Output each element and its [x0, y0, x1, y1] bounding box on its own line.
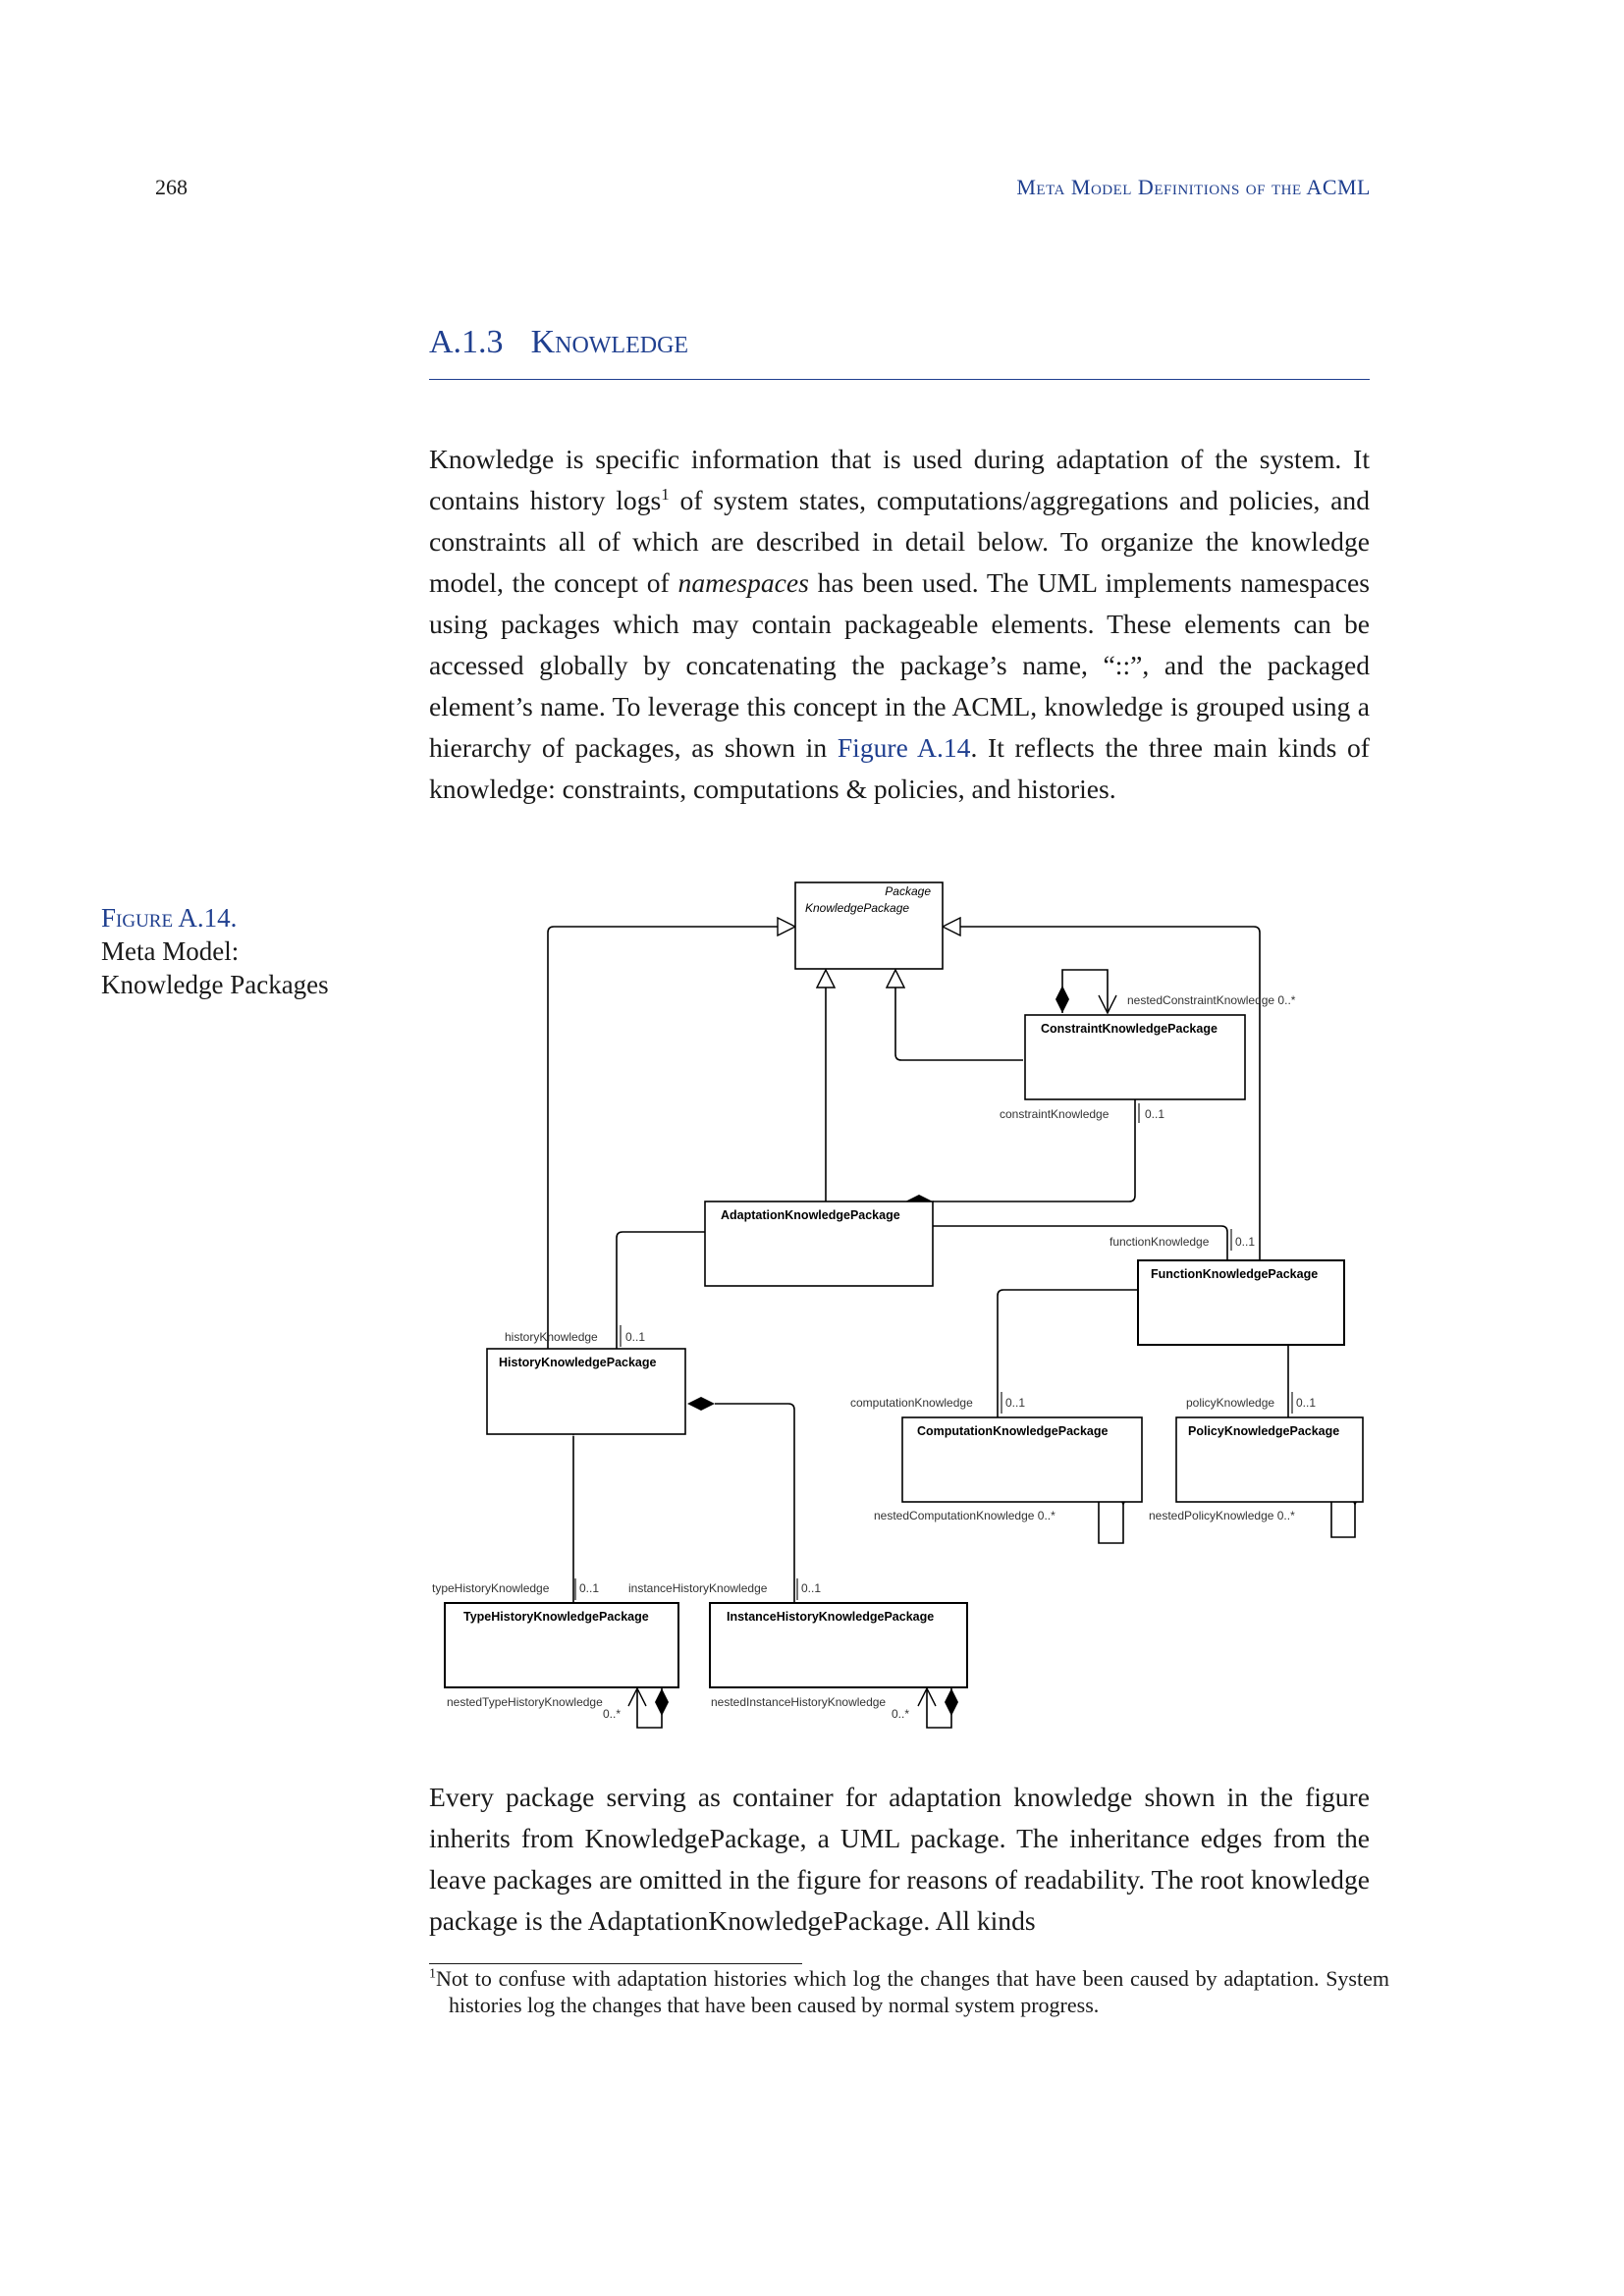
nested-type-history-role: nestedTypeHistoryKnowledge	[447, 1695, 603, 1709]
page-number: 268	[155, 175, 188, 199]
section-heading: A.1.3 Knowledge	[429, 324, 688, 361]
policy-knowledge-mult: 0..1	[1296, 1396, 1316, 1410]
knowledge-package-name: KnowledgePackage	[805, 901, 909, 915]
computation-class-name: ComputationKnowledgePackage	[917, 1424, 1109, 1438]
policy-class-name: PolicyKnowledgePackage	[1188, 1424, 1339, 1438]
section-title: Knowledge	[530, 324, 689, 360]
instance-history-composition-edge	[687, 1397, 795, 1603]
continuation-paragraph: Every package serving as container for a…	[429, 1782, 1370, 1936]
constraint-knowledge-role: constraintKnowledge	[1000, 1107, 1110, 1121]
figure-caption-line2: Knowledge Packages	[101, 970, 329, 999]
constraint-composition-edge	[905, 1099, 1136, 1208]
function-composition-edge	[905, 1219, 1228, 1260]
function-knowledge-role: functionKnowledge	[1110, 1235, 1210, 1249]
instance-history-knowledge-package-class: InstanceHistoryKnowledgePackage	[709, 1602, 968, 1688]
figure-label: Figure A.14.	[101, 903, 238, 933]
history-knowledge-role: historyKnowledge	[505, 1330, 598, 1344]
para1-emphasis: namespaces	[677, 567, 809, 598]
computation-knowledge-package-class: ComputationKnowledgePackage	[901, 1416, 1143, 1503]
type-history-knowledge-mult: 0..1	[579, 1581, 599, 1595]
instance-history-class-name: InstanceHistoryKnowledgePackage	[727, 1610, 934, 1624]
nested-computation-self-association	[1099, 1478, 1123, 1544]
computation-knowledge-mult: 0..1	[1005, 1396, 1025, 1410]
section-rule	[429, 379, 1370, 380]
figure-caption: Figure A.14. Meta Model: Knowledge Packa…	[101, 901, 329, 1001]
history-class-name: HistoryKnowledgePackage	[499, 1356, 657, 1369]
nested-instance-history-role: nestedInstanceHistoryKnowledge	[711, 1695, 886, 1709]
function-knowledge-mult: 0..1	[1235, 1235, 1255, 1249]
history-knowledge-package-class: HistoryKnowledgePackage	[486, 1348, 686, 1435]
type-history-knowledge-role: typeHistoryKnowledge	[432, 1581, 550, 1595]
nested-policy-self-association	[1331, 1478, 1355, 1538]
history-knowledge-mult: 0..1	[625, 1330, 645, 1344]
knowledge-package-class: Package KnowledgePackage	[794, 881, 944, 970]
constraint-inheritance-edge	[895, 970, 1023, 1061]
type-history-knowledge-package-class: TypeHistoryKnowledgePackage	[444, 1602, 679, 1688]
instance-history-knowledge-mult: 0..1	[801, 1581, 821, 1595]
figure-caption-line1: Meta Model:	[101, 936, 240, 966]
stereotype-label: Package	[885, 884, 931, 898]
footnote-number: 1	[429, 1966, 436, 1982]
para1-text-3: has been used. The UML implements namesp…	[429, 567, 1371, 763]
para1-text-2: of system states, computations/aggregati…	[429, 485, 1370, 598]
function-class-name: FunctionKnowledgePackage	[1151, 1267, 1318, 1281]
policy-knowledge-role: policyKnowledge	[1186, 1396, 1274, 1410]
para1-text-4: . It reflects the three main kinds of kn…	[429, 732, 1370, 804]
section-number: A.1.3	[429, 324, 504, 360]
history-composition-edge	[616, 1225, 732, 1349]
constraint-knowledge-package-class: ConstraintKnowledgePackage	[1024, 1014, 1246, 1100]
nested-policy-role: nestedPolicyKnowledge 0..*	[1149, 1509, 1295, 1522]
intro-paragraph: Knowledge is specific information that i…	[429, 439, 1370, 810]
figure-reference-link[interactable]: Figure A.14	[837, 732, 971, 763]
footnote: 1Not to confuse with adaptation historie…	[429, 1965, 1389, 2018]
constraint-class-name: ConstraintKnowledgePackage	[1041, 1022, 1218, 1036]
function-inheritance-edge	[943, 927, 1261, 1260]
type-history-class-name: TypeHistoryKnowledgePackage	[463, 1610, 649, 1624]
constraint-knowledge-mult: 0..1	[1145, 1107, 1164, 1121]
function-knowledge-package-class: FunctionKnowledgePackage	[1137, 1259, 1345, 1346]
nested-constraint-self-association	[1062, 969, 1108, 1013]
computation-knowledge-role: computationKnowledge	[850, 1396, 973, 1410]
adaptation-class-name: AdaptationKnowledgePackage	[721, 1208, 900, 1222]
adaptation-knowledge-package-class: AdaptationKnowledgePackage	[704, 1201, 934, 1287]
nested-type-history-mult: 0..*	[603, 1707, 621, 1721]
nested-instance-history-mult: 0..*	[892, 1707, 909, 1721]
footnote-marker[interactable]: 1	[661, 484, 670, 504]
footnote-rule	[429, 1963, 802, 1964]
nested-constraint-role: nestedConstraintKnowledge 0..*	[1127, 993, 1296, 1007]
footnote-text: Not to confuse with adaptation histories…	[436, 1966, 1389, 2017]
para1-text-1: Knowledge is specific information that i…	[429, 444, 1370, 515]
history-inheritance-edge	[547, 927, 795, 1349]
computation-composition-edge	[997, 1283, 1165, 1417]
policy-knowledge-package-class: PolicyKnowledgePackage	[1175, 1416, 1364, 1503]
nested-computation-role: nestedComputationKnowledge 0..*	[874, 1509, 1056, 1522]
running-title: Meta Model Definitions of the ACML	[1016, 175, 1371, 199]
instance-history-knowledge-role: instanceHistoryKnowledge	[628, 1581, 768, 1595]
nested-type-history-self-association	[637, 1688, 662, 1729]
nested-instance-history-self-association	[927, 1688, 951, 1729]
